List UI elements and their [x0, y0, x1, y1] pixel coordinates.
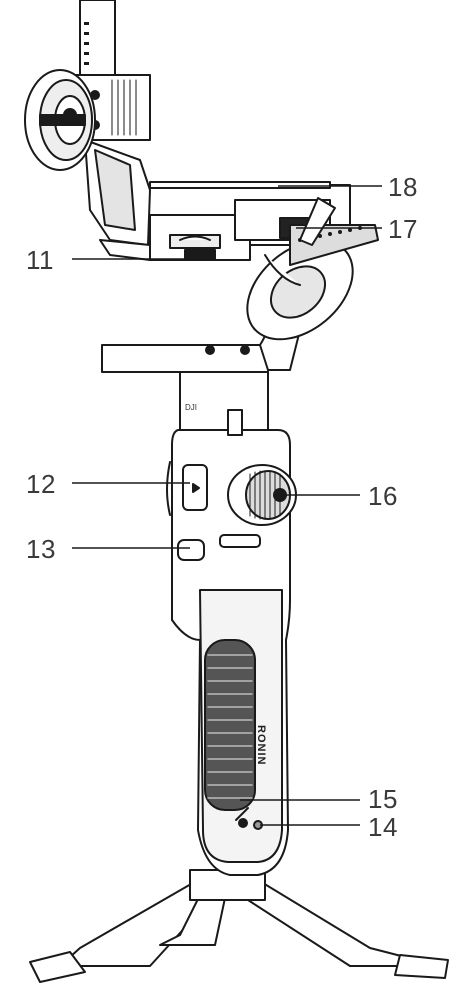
camera-plate — [139, 181, 379, 286]
callout-17: 17 — [388, 214, 418, 244]
leader-lines — [72, 185, 382, 826]
tilt-arm — [84, 139, 151, 261]
callout-13: 13 — [26, 534, 56, 564]
handle: DJI — [166, 367, 297, 876]
svg-text:DJI: DJI — [185, 403, 197, 412]
callout-15: 15 — [368, 784, 398, 814]
brand-label: RONIN — [255, 725, 267, 765]
callout-18: 18 — [388, 172, 418, 202]
callout-12: 12 — [26, 469, 56, 499]
callout-16: 16 — [368, 481, 398, 511]
callout-11: 11 — [26, 245, 54, 275]
callout-14: 14 — [368, 812, 398, 842]
tripod — [29, 869, 449, 983]
pan-motor — [24, 0, 151, 171]
